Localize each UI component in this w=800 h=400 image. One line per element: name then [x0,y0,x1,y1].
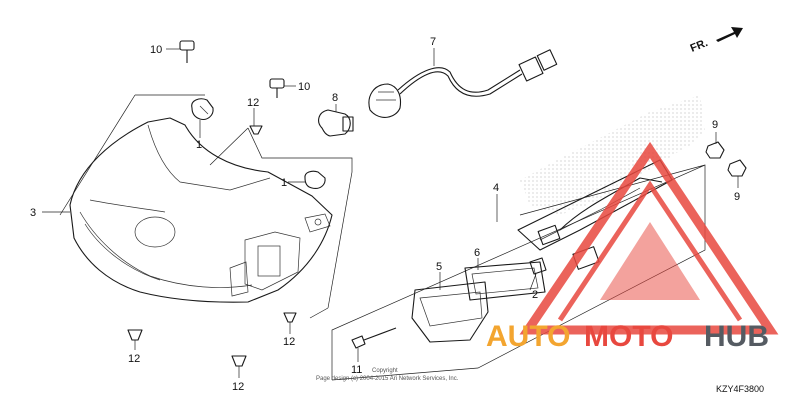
gasket-6 [464,261,546,301]
callout-1-side: 1 [281,177,287,189]
screw-10-right [269,78,285,98]
front-direction-arrow: FR. [689,27,743,55]
nut-9-upper [705,141,725,159]
watermark-hub: HUB [704,320,769,353]
callout-9-upper: 9 [712,119,718,131]
callout-3: 3 [30,207,36,219]
assembly-frame [59,94,353,319]
clip-12-upper [249,125,263,135]
watermark-auto: AUTO [486,320,570,353]
callout-7: 7 [430,36,436,48]
leader-lines [42,48,739,378]
callout-4: 4 [493,182,499,194]
lamp-lens-5 [411,281,489,343]
callout-10-right: 10 [298,81,310,93]
diagram-code: KZY4F3800 [716,384,764,394]
screw-10-left [179,40,195,63]
taillight-housing [69,117,333,303]
callout-10-left: 10 [150,44,162,56]
callout-1-top: 1 [196,139,202,151]
callout-5: 5 [436,261,442,273]
socket-harness-7 [368,49,558,118]
bulb-socket-1-side [304,170,326,189]
clip-12-bottom [231,355,247,367]
small-bulb-2 [529,257,547,275]
screw-11 [351,327,397,349]
callout-11: 11 [351,364,362,376]
body-panel-hatch [520,95,705,215]
callout-12-bottom: 12 [232,381,244,393]
callout-12-right: 12 [283,336,295,348]
callout-6: 6 [474,247,480,259]
clip-12-right [283,312,297,323]
watermark-logo [519,141,779,335]
nut-9-lower [727,159,747,177]
callout-9-lower: 9 [734,191,740,203]
copyright-line-1: Copyright [372,368,398,374]
watermark-moto: MOTO [584,320,673,353]
copyright-line-2: Page design (c) 2004-2015 Ari Network Se… [316,376,459,382]
bulb-socket-1-top [191,98,214,120]
callout-12-left: 12 [128,353,140,365]
callout-12-upper: 12 [247,97,259,109]
callout-8: 8 [332,92,338,104]
callout-2: 2 [532,289,538,301]
bulb-8 [318,109,354,137]
assembly-frame-right [331,164,706,381]
clip-12-left [127,329,143,341]
direction-label: FR. [689,37,710,55]
